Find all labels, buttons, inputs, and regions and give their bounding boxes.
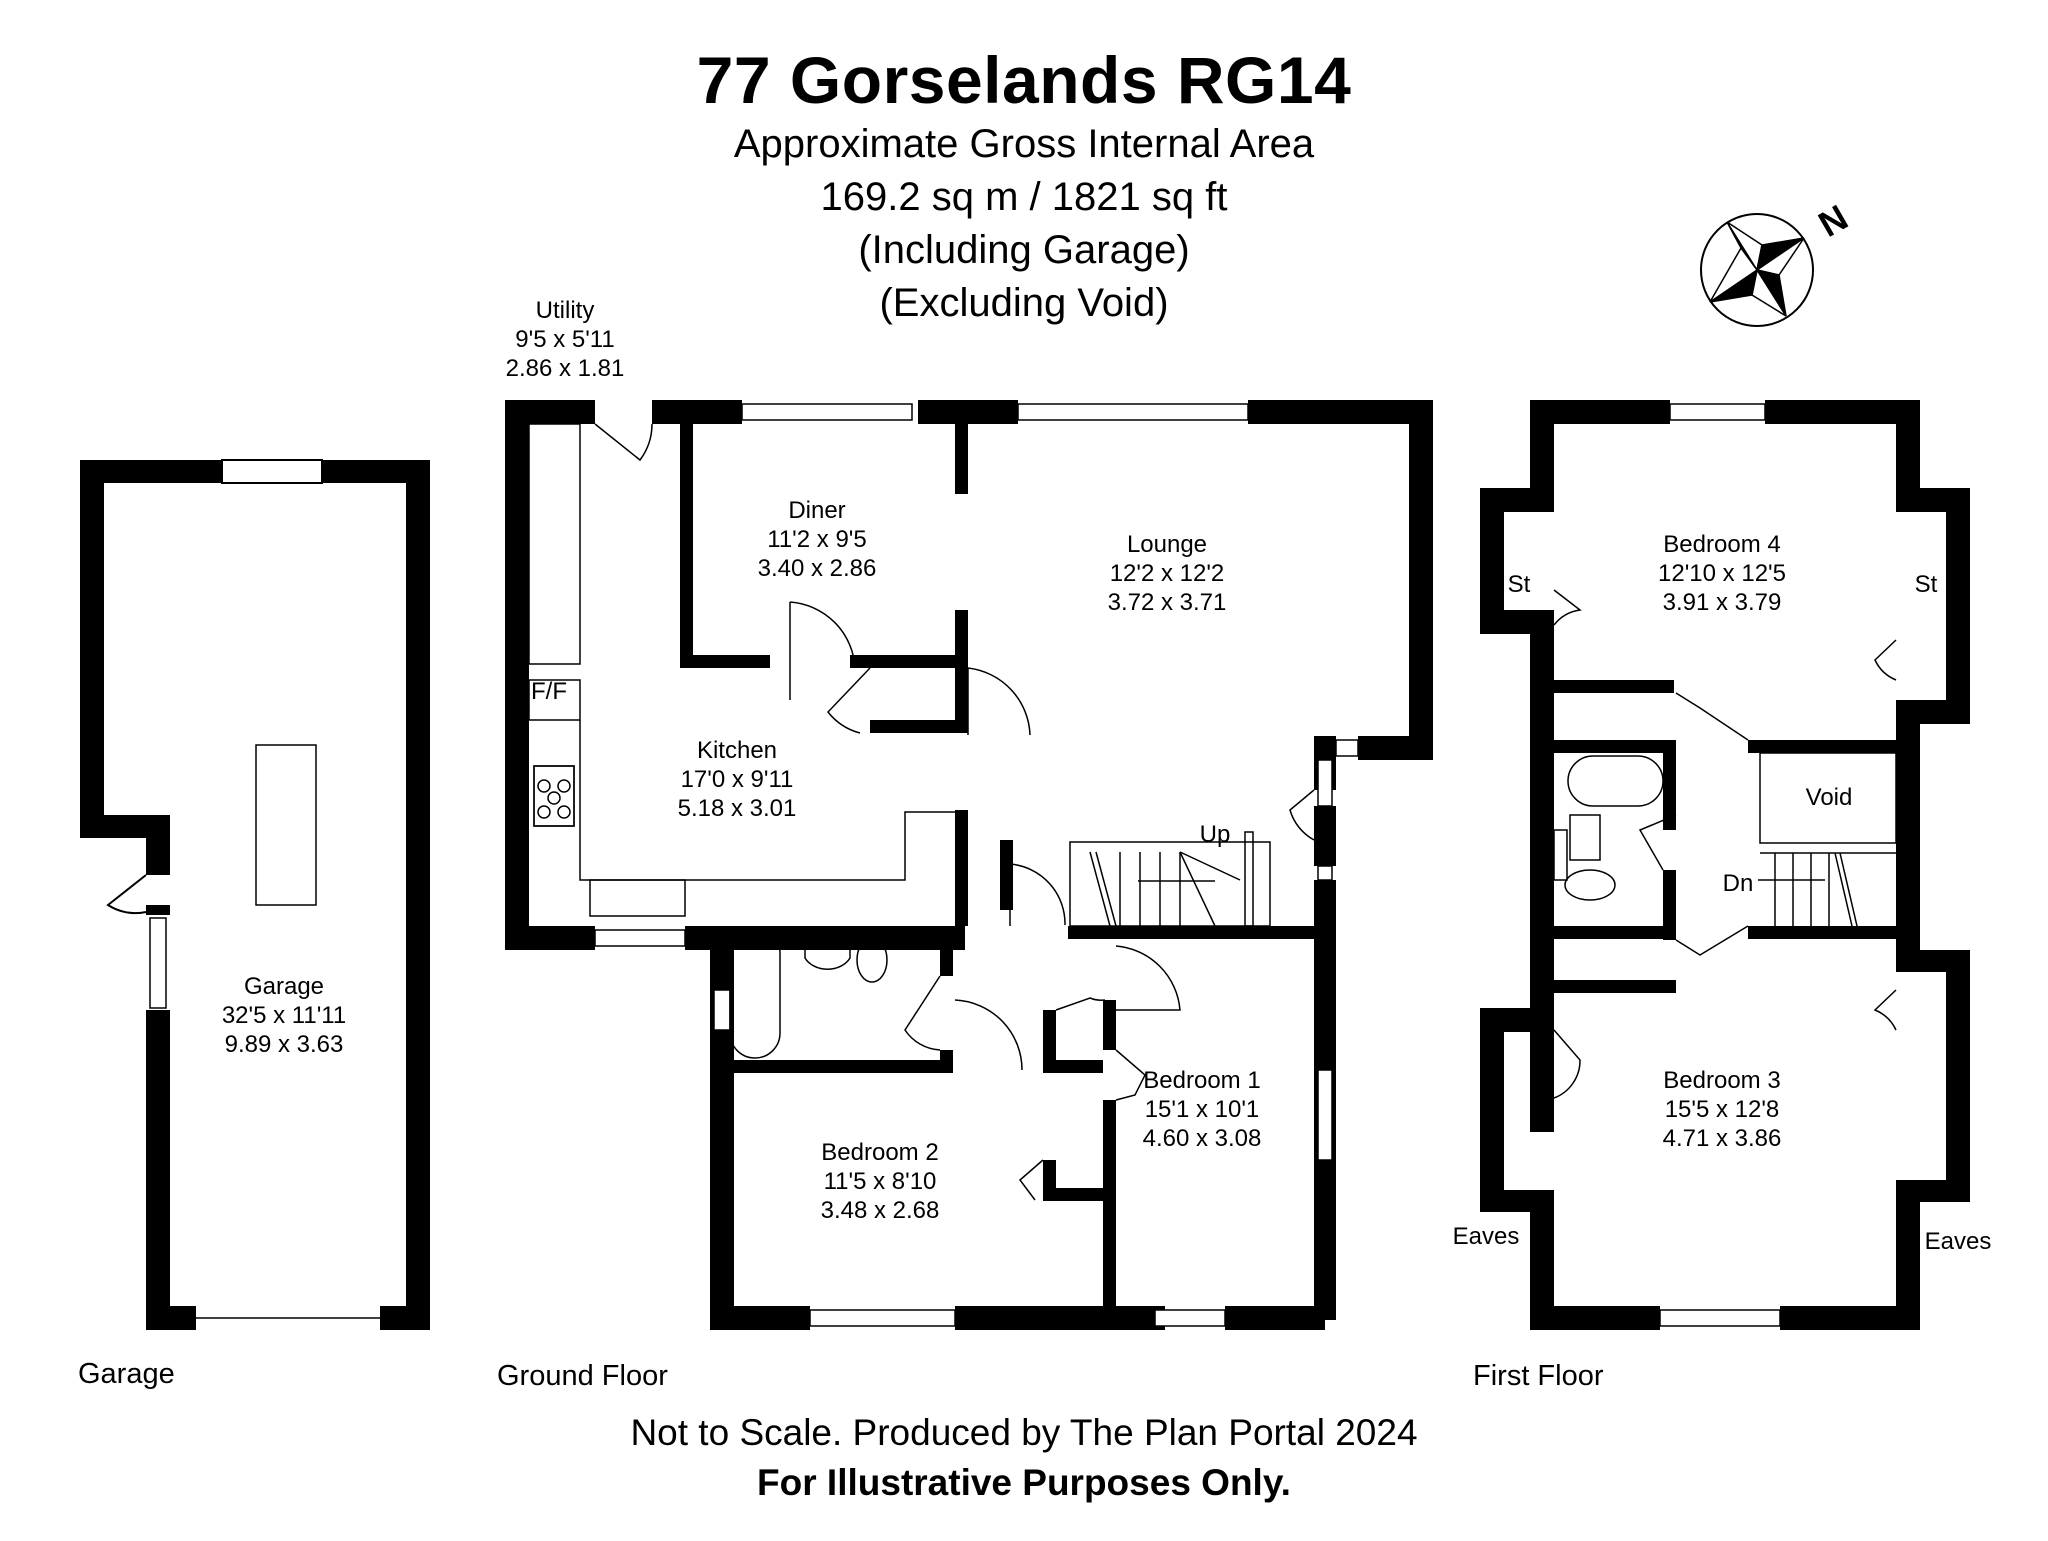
north-label: N bbox=[1812, 196, 1855, 245]
room-label-bedroom-4: Bedroom 4 12'10 x 12'5 3.91 x 3.79 bbox=[1658, 531, 1786, 616]
property-title: 77 Gorselands RG14 bbox=[696, 43, 1352, 117]
room-label-garage: Garage 32'5 x 11'11 9.89 x 3.63 bbox=[221, 973, 347, 1058]
including-garage-note: (Including Garage) bbox=[858, 228, 1190, 272]
store-left-label: St bbox=[1507, 571, 1531, 598]
illustrative-notice: For Illustrative Purposes Only. bbox=[757, 1462, 1291, 1503]
room-label-lounge: Lounge 12'2 x 12'2 3.72 x 3.71 bbox=[1107, 531, 1227, 616]
area-label: Approximate Gross Internal Area bbox=[733, 122, 1315, 166]
room-label-kitchen: Kitchen 17'0 x 9'11 5.18 x 3.01 bbox=[677, 737, 797, 822]
eaves-right-label: Eaves bbox=[1924, 1228, 1992, 1255]
store-right-label: St bbox=[1914, 571, 1938, 598]
eaves-left-label: Eaves bbox=[1452, 1223, 1520, 1250]
room-label-bedroom-3: Bedroom 3 15'5 x 12'8 4.71 x 3.86 bbox=[1662, 1067, 1782, 1152]
caption-first-floor: First Floor bbox=[1473, 1360, 1604, 1392]
room-label-bedroom-2: Bedroom 2 11'5 x 8'10 3.48 x 2.68 bbox=[820, 1139, 940, 1224]
first-floor-plan bbox=[1480, 400, 1970, 1330]
stairs-up-label: Up bbox=[1199, 821, 1231, 848]
stairs-down-label: Dn bbox=[1722, 870, 1754, 897]
excluding-void-note: (Excluding Void) bbox=[879, 281, 1169, 325]
room-label-utility: Utility 9'5 x 5'11 2.86 x 1.81 bbox=[505, 297, 625, 382]
north-compass-icon: N bbox=[1700, 196, 1855, 327]
caption-ground-floor: Ground Floor bbox=[497, 1360, 668, 1392]
area-value: 169.2 sq m / 1821 sq ft bbox=[820, 175, 1228, 219]
disclaimer-text: Not to Scale. Produced by The Plan Porta… bbox=[630, 1412, 1418, 1453]
void-label: Void bbox=[1805, 784, 1853, 811]
room-label-bedroom-1: Bedroom 1 15'1 x 10'1 4.60 x 3.08 bbox=[1142, 1067, 1262, 1152]
garage-floor-plan bbox=[80, 459, 430, 1330]
fridge-freezer-label: F/F bbox=[531, 678, 567, 705]
ground-floor-plan bbox=[505, 400, 1433, 1330]
caption-garage: Garage bbox=[78, 1358, 175, 1390]
room-label-diner: Diner 11'2 x 9'5 3.40 x 2.86 bbox=[757, 497, 877, 582]
